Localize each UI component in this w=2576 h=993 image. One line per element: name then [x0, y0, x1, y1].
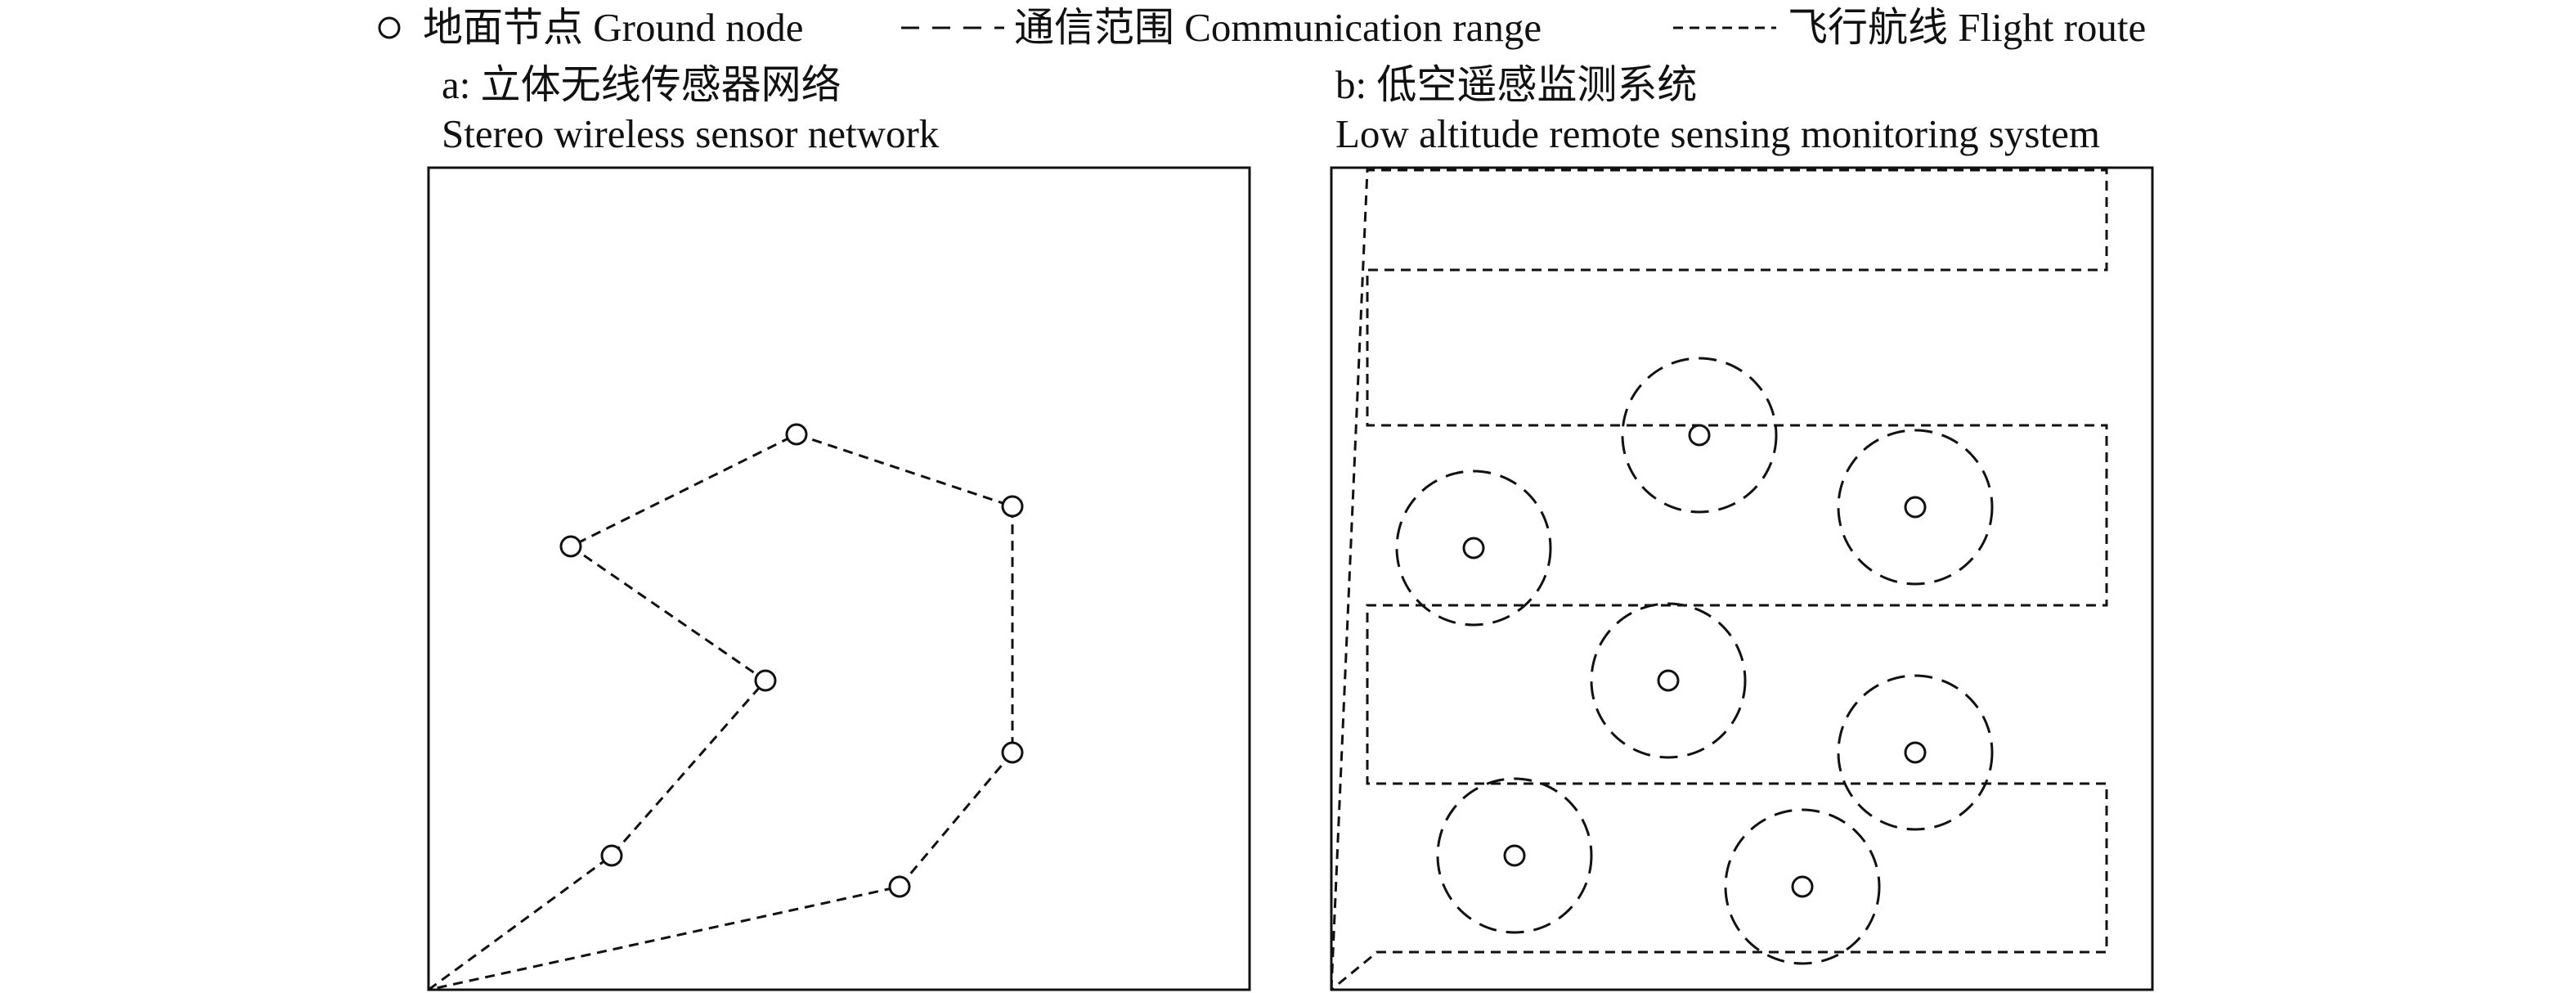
legend-ground-node-label: 地面节点 Ground node — [423, 5, 803, 50]
panel-a-title: a: 立体无线传感器网络 — [442, 62, 841, 107]
panel-a-ground-node — [600, 844, 623, 867]
panel-b-ground-node — [1657, 669, 1680, 692]
legend-communication-range-label: 通信范围 Communication range — [1014, 5, 1542, 50]
panel-b-ground-node — [1904, 496, 1927, 519]
panel-b-communication-range — [1590, 602, 1747, 759]
panel-b-ground-node — [1791, 875, 1814, 898]
panel-a-subtitle: Stereo wireless sensor network — [442, 111, 940, 156]
panel-a-ground-node — [888, 875, 911, 898]
panel-b-communication-range — [1837, 429, 1994, 586]
legend-ground-node-icon — [378, 16, 401, 39]
panel-b-communication-range — [1436, 777, 1593, 934]
panel-b-subtitle: Low altitude remote sensing monitoring s… — [1335, 111, 2100, 156]
panel-a-ground-node — [559, 535, 582, 558]
panel-a-ground-node — [1001, 741, 1024, 764]
panel-b-title: b: 低空遥感监测系统 — [1335, 62, 1697, 107]
panel-b-frame — [1330, 166, 2154, 991]
panel-b-communication-range — [1395, 470, 1552, 627]
panel-b-ground-node — [1688, 424, 1711, 447]
panel-a-sensor-route — [428, 433, 1014, 991]
panel-a-ground-node — [785, 423, 808, 446]
panel-a: a: 立体无线传感器网络 Stereo wireless sensor netw… — [427, 62, 1251, 991]
panel-a-ground-node — [1001, 495, 1024, 518]
panel-b-ground-node — [1904, 741, 1927, 764]
panel-b-ground-node — [1462, 537, 1485, 559]
panel-b: b: 低空遥感监测系统 Low altitude remote sensing … — [1330, 62, 2154, 991]
panel-a-ground-node — [754, 669, 777, 692]
legend: 地面节点 Ground node 通信范围 Communication rang… — [378, 5, 2146, 50]
panel-b-communication-range — [1837, 674, 1994, 831]
panel-b-communication-range — [1621, 357, 1778, 514]
panel-b-communication-range — [1724, 808, 1881, 965]
legend-flight-route-label: 飞行航线 Flight route — [1788, 5, 2146, 50]
panel-b-ground-node — [1503, 844, 1526, 867]
panel-a-frame — [427, 166, 1251, 991]
panel-b-flight-route — [1330, 168, 2108, 991]
